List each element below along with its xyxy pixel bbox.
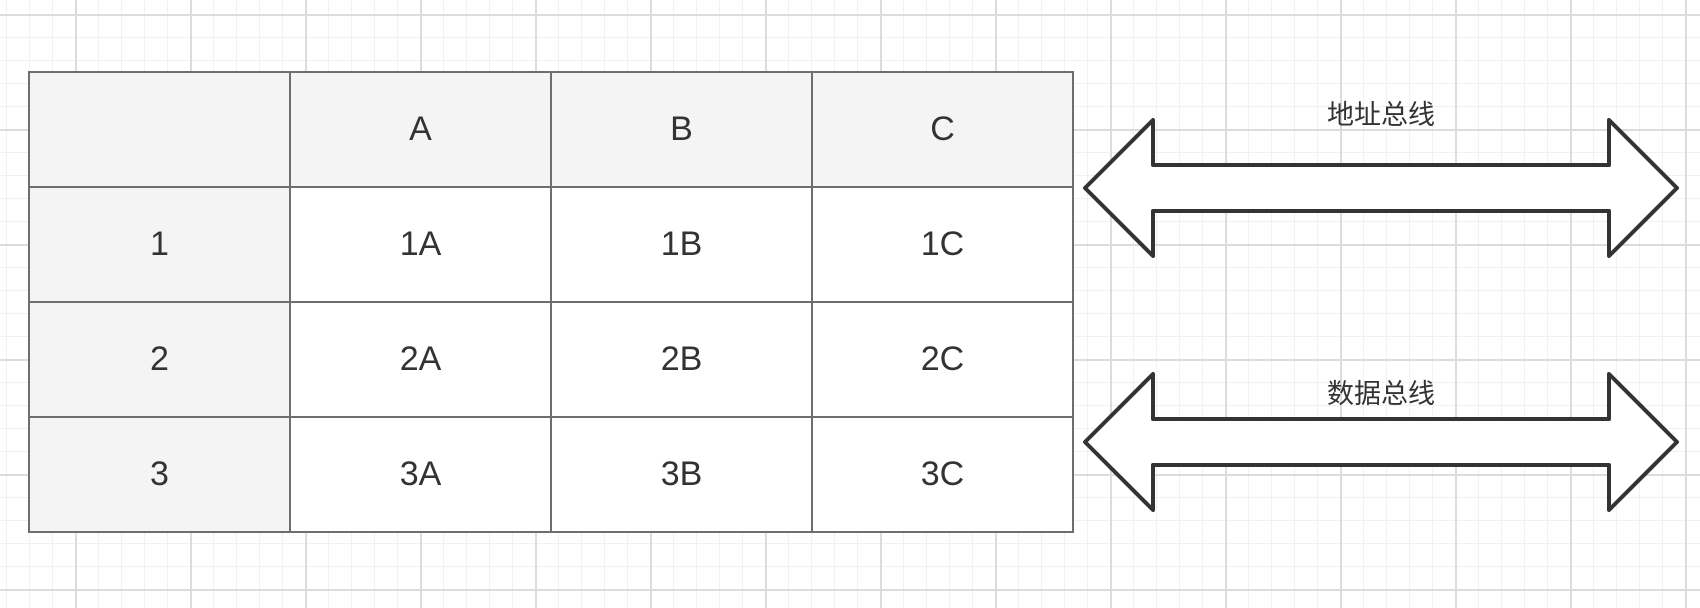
row-header-3: 3 <box>28 416 291 533</box>
table-row: 1 1A 1B 1C <box>28 186 1074 303</box>
table-row: 2 2A 2B 2C <box>28 301 1074 418</box>
corner-cell <box>28 71 291 188</box>
table-cell: 2A <box>289 301 552 418</box>
column-header-a: A <box>289 71 552 188</box>
row-header-2: 2 <box>28 301 291 418</box>
table-cell: 1C <box>811 186 1074 303</box>
table-cell: 3B <box>550 416 813 533</box>
table-cell: 2C <box>811 301 1074 418</box>
data-bus-label: 数据总线 <box>1327 379 1435 410</box>
data-bus-arrow <box>1083 372 1679 512</box>
table-cell: 3C <box>811 416 1074 533</box>
table-cell: 2B <box>550 301 813 418</box>
column-header-b: B <box>550 71 813 188</box>
table-cell: 3A <box>289 416 552 533</box>
table-header-row: A B C <box>28 71 1074 188</box>
row-header-1: 1 <box>28 186 291 303</box>
table-cell: 1A <box>289 186 552 303</box>
memory-table: A B C 1 1A 1B 1C 2 2A 2B 2C 3 3A 3B 3C <box>28 71 1074 533</box>
table-cell: 1B <box>550 186 813 303</box>
table-row: 3 3A 3B 3C <box>28 416 1074 533</box>
address-bus-arrow <box>1083 118 1679 258</box>
column-header-c: C <box>811 71 1074 188</box>
address-bus-label: 地址总线 <box>1327 100 1435 131</box>
